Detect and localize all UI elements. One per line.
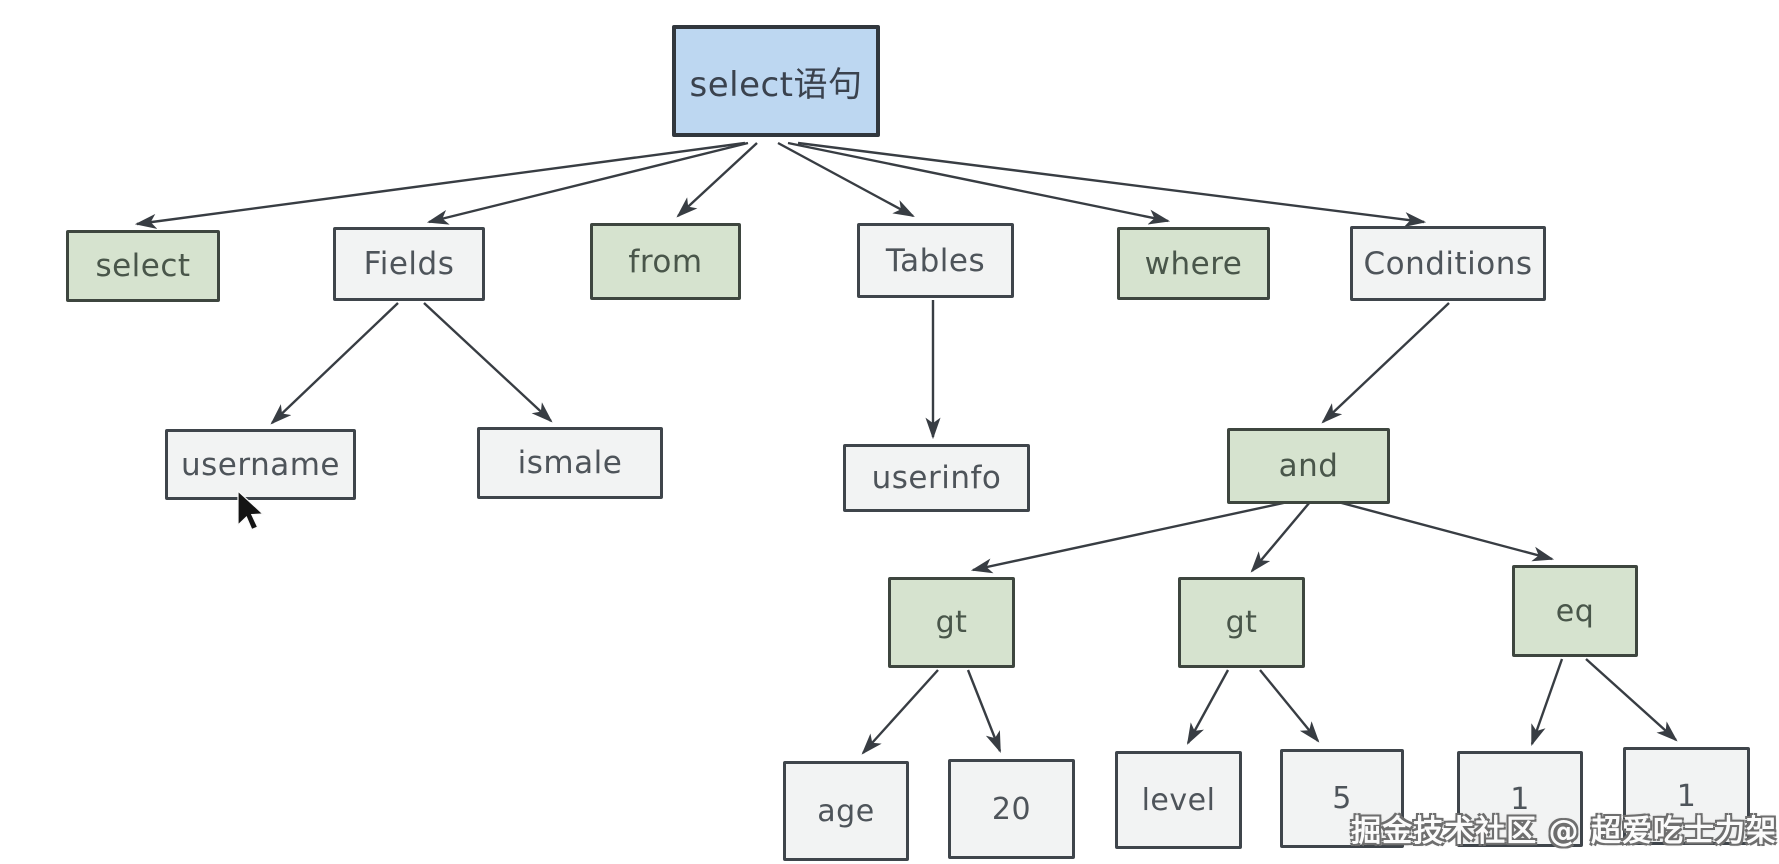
node-tables: Tables: [857, 223, 1014, 298]
node-fields: Fields: [333, 227, 485, 301]
edge-eq-1-left: [1530, 658, 1564, 747]
node-level: level: [1115, 751, 1242, 849]
edge-root-conditions: [797, 141, 1427, 228]
mouse-cursor-icon: [237, 489, 265, 531]
edge-eq-1-right: [1585, 658, 1678, 742]
node-eq-operator: eq: [1512, 565, 1638, 657]
node-gt-right: gt: [1178, 577, 1305, 668]
edge-gt-right-level: [1186, 669, 1230, 745]
node-value-5: 5: [1280, 749, 1404, 848]
node-userinfo: userinfo: [843, 444, 1030, 512]
node-ismale: ismale: [477, 427, 663, 499]
edge-and-gt-right: [1250, 501, 1311, 573]
edge-conditions-and: [1321, 302, 1450, 424]
node-conditions: Conditions: [1350, 226, 1546, 301]
watermark-text: 掘金技术社区 @ 超爱吃士力架: [1351, 814, 1777, 849]
node-value-1-right: 1: [1623, 747, 1750, 845]
edge-root-from: [676, 142, 758, 218]
edge-fields-ismale: [423, 302, 553, 423]
node-value-1-left: 1: [1457, 751, 1583, 847]
node-where-keyword: where: [1117, 227, 1270, 300]
edge-gt-left-20: [966, 669, 1002, 754]
node-and-operator: and: [1227, 428, 1390, 504]
node-from-keyword: from: [590, 223, 741, 300]
edge-root-fields: [426, 141, 749, 225]
node-value-20: 20: [948, 759, 1075, 859]
edge-and-eq: [1337, 500, 1555, 562]
edge-and-gt-left: [970, 500, 1289, 574]
node-username: username: [165, 429, 356, 500]
edge-gt-right-5: [1259, 669, 1320, 743]
node-select-keyword: select: [66, 230, 220, 302]
node-gt-left: gt: [888, 577, 1015, 668]
edge-root-tables: [777, 141, 915, 218]
edge-root-select: [134, 141, 746, 229]
edge-gt-left-age: [861, 669, 939, 755]
edge-fields-username: [270, 302, 399, 425]
node-age: age: [783, 761, 909, 861]
edge-root-where: [787, 141, 1171, 225]
node-select-statement: select语句: [672, 25, 880, 137]
